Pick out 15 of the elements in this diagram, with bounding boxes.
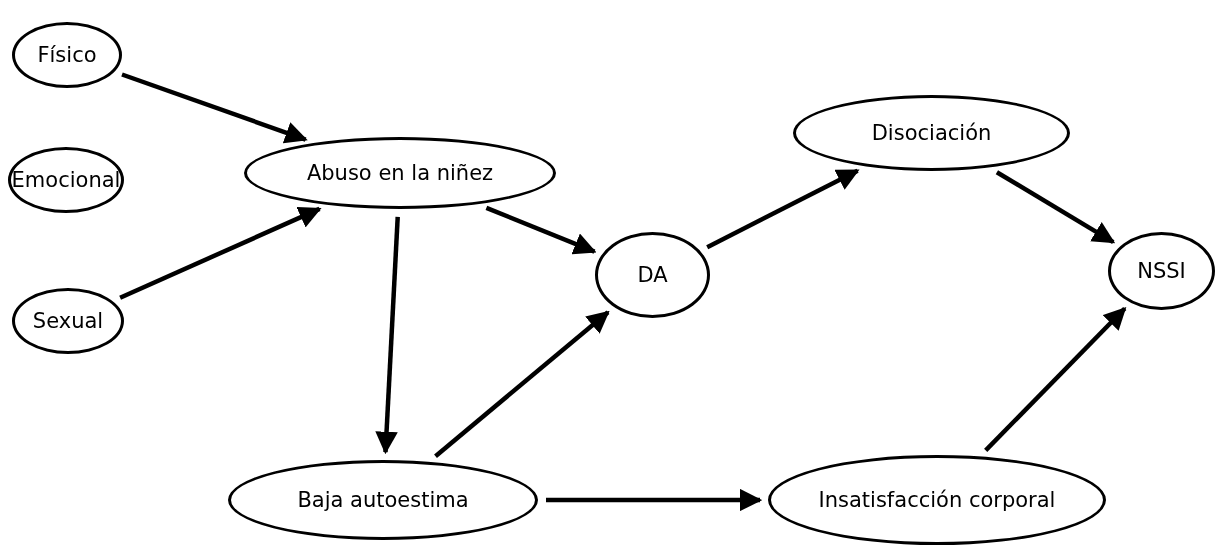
ellipse-node: NSSI bbox=[1108, 232, 1215, 310]
ellipse-node: Abuso en la niñez bbox=[244, 137, 556, 209]
arrow bbox=[121, 72, 308, 144]
ellipse-node: Baja autoestima bbox=[228, 460, 538, 540]
ellipse-node: Disociación bbox=[793, 95, 1070, 171]
arrow bbox=[984, 306, 1127, 452]
ellipse-node: Emocional bbox=[8, 147, 124, 213]
arrow bbox=[546, 488, 763, 512]
ellipse-node: Insatisfacción corporal bbox=[768, 455, 1106, 545]
arrow bbox=[375, 216, 400, 455]
ellipse-node: Sexual bbox=[12, 288, 124, 354]
arrow bbox=[995, 170, 1116, 244]
arrow bbox=[434, 310, 610, 458]
ellipse-node: DA bbox=[595, 232, 710, 318]
ellipse-node: Físico bbox=[12, 22, 122, 88]
